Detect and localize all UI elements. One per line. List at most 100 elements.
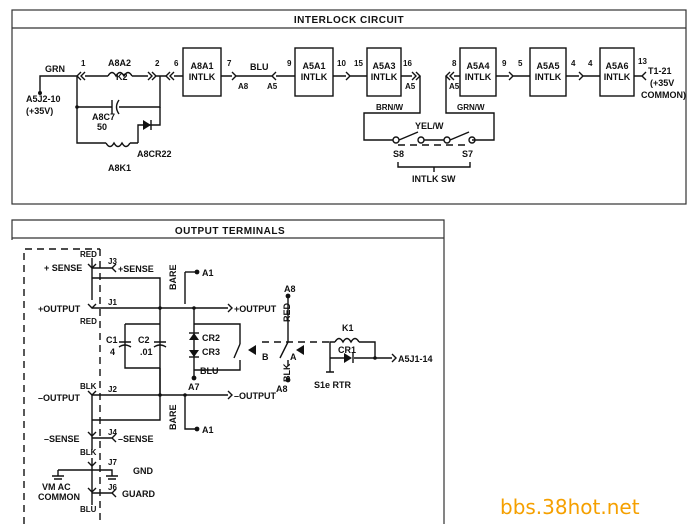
output-section: OUTPUT TERMINALS RED + SENSE J3 +SENSE B…	[11, 219, 445, 524]
connector-8	[445, 71, 460, 81]
s7-contact-right	[468, 136, 476, 144]
label-cr3: CR3	[202, 347, 220, 357]
connector-7	[221, 71, 247, 81]
label-minus-sense-left: –SENSE	[44, 434, 80, 444]
pin-5: 5	[518, 59, 523, 68]
connector-1	[76, 71, 86, 81]
j2-terminal	[227, 390, 233, 400]
label-blu-bottom: BLU	[80, 505, 97, 514]
wire-k1	[329, 341, 376, 358]
label-plus-sense-left: + SENSE	[44, 263, 82, 273]
label-j6: J6	[108, 483, 117, 492]
block-a5a5	[529, 47, 567, 97]
j3-terminal	[92, 263, 117, 273]
label-blk-a8: BLK	[282, 363, 292, 382]
block-a5a5-intlk: INTLK	[535, 72, 562, 82]
label-k2: K2	[116, 72, 128, 82]
label-a8c7: A8C7	[92, 112, 115, 122]
wire-c1	[124, 323, 160, 369]
label-vm-ac: VM AC	[42, 482, 71, 492]
block-a8a1-name: A8A1	[190, 61, 213, 71]
pin-4b: 4	[588, 59, 593, 68]
terminal-a8-bottom	[285, 377, 291, 383]
label-grn-w: GRN/W	[457, 103, 485, 112]
connector-9	[247, 71, 295, 81]
label-j4: J4	[108, 428, 117, 437]
interlock-frame	[11, 9, 687, 205]
label-red-a8: RED	[282, 302, 292, 322]
connector-9-5	[496, 71, 530, 81]
block-a5a6	[599, 47, 635, 97]
block-a5a3	[366, 47, 402, 97]
connector-10-15	[333, 71, 367, 81]
label-source-b: (+35V)	[26, 106, 53, 116]
label-intlk-sw: INTLK SW	[412, 174, 456, 184]
wire-to-contact-b	[194, 323, 241, 344]
capacitor-c2	[153, 341, 167, 348]
label-a8-bottom: A8	[276, 384, 288, 394]
output-title: OUTPUT TERMINALS	[175, 226, 285, 237]
block-a5a4	[459, 47, 497, 97]
pin-8: 8	[452, 59, 457, 68]
j4-connector	[87, 431, 97, 437]
source-terminal	[38, 91, 42, 95]
diode-a8cr22	[143, 120, 151, 130]
label-j1: J1	[108, 298, 117, 307]
label-t1-common: COMMON)	[641, 90, 686, 100]
label-a8cr22: A8CR22	[137, 149, 172, 159]
pin-7: 7	[227, 59, 232, 68]
wire-grn-w	[445, 76, 495, 141]
label-red-mid: RED	[80, 317, 97, 326]
label-a5-pin-2: A5	[405, 82, 416, 91]
wire-sense-to-bus	[92, 277, 161, 310]
connector-16	[401, 71, 421, 81]
diode-cr3	[189, 350, 199, 357]
label-blk-mid: BLK	[80, 382, 97, 391]
ground-s1e	[326, 358, 334, 373]
pin-16: 16	[403, 59, 412, 68]
label-a8: A8	[284, 284, 296, 294]
output-frame	[11, 219, 445, 524]
label-bare-bottom: BARE	[168, 404, 178, 430]
block-a5a5-name: A5A5	[536, 61, 559, 71]
j6-connector	[87, 487, 97, 493]
pin-1: 1	[81, 59, 86, 68]
label-a5-pin: A5	[267, 82, 278, 91]
block-a5a1	[294, 47, 334, 97]
connector-13	[634, 71, 647, 81]
label-contact-b: B	[262, 352, 269, 362]
contact-b	[194, 343, 241, 371]
terminal-a1-bottom	[194, 426, 200, 432]
switch-s7-blade	[449, 131, 470, 141]
s7-contact-left	[443, 136, 451, 144]
label-a5-pin-3: A5	[449, 82, 460, 91]
pin-13: 13	[638, 57, 647, 66]
label-j4-sense: –SENSE	[118, 434, 154, 444]
block-a5a6-name: A5A6	[605, 61, 628, 71]
pin-2: 2	[155, 59, 160, 68]
terminal-a1-top	[194, 269, 200, 275]
label-minus-output-left: –OUTPUT	[38, 393, 81, 403]
coil-k1	[334, 337, 360, 344]
block-a5a3-name: A5A3	[372, 61, 395, 71]
label-yel-w: YEL/W	[415, 121, 444, 131]
wire-bare-bottom	[184, 395, 197, 430]
block-a8a1-intlk: INTLK	[189, 72, 216, 82]
label-a1-bottom: A1	[202, 425, 214, 435]
label-j2-output: –OUTPUT	[234, 391, 277, 401]
block-a5a4-name: A5A4	[466, 61, 489, 71]
label-a5j1-14: A5J1-14	[398, 354, 433, 364]
block-a5a1-intlk: INTLK	[301, 72, 328, 82]
label-s1e-rtr: S1e RTR	[314, 380, 352, 390]
contact-a-arrow	[296, 345, 304, 355]
label-blu: BLU	[250, 62, 269, 72]
pin-9: 9	[287, 59, 292, 68]
label-vm-common: COMMON	[38, 492, 80, 502]
label-blk-low: BLK	[80, 448, 97, 457]
label-red-top: RED	[80, 250, 97, 259]
label-j1-output: +OUTPUT	[234, 304, 277, 314]
label-guard: GUARD	[122, 489, 155, 499]
label-j2: J2	[108, 385, 117, 394]
label-brn-w: BRN/W	[376, 103, 404, 112]
